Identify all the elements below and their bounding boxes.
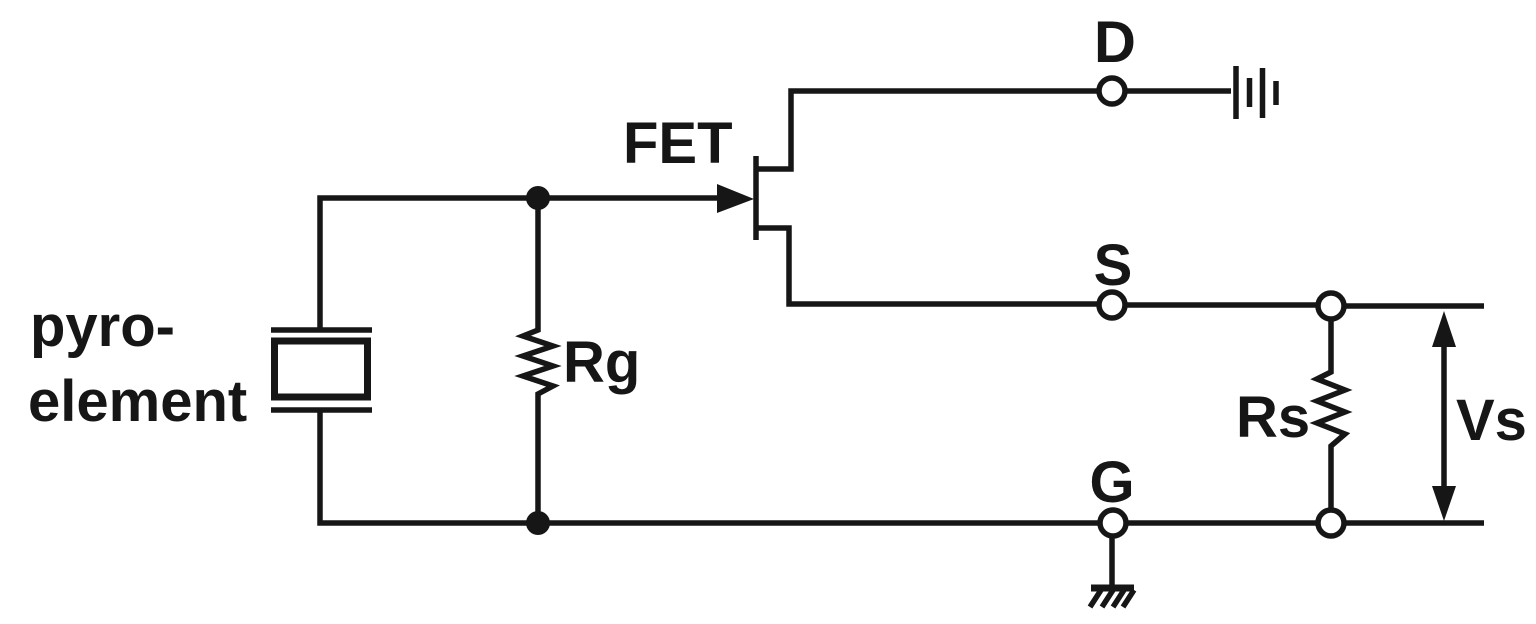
vs-arrowhead-up [1432,311,1456,347]
bottom-junction-dot [526,511,550,535]
chassis-ground-icon [1087,536,1137,609]
battery-cells-icon [1233,66,1279,119]
top-junction-dot [526,186,550,210]
drain-terminal-circle [1096,75,1128,107]
pyro-crystal-body [271,337,371,401]
pyro-element-symbol [271,327,372,413]
gate-terminal-label: G [1089,450,1134,515]
rs-bottom-node-circle [1315,507,1347,539]
ground-hatches [1087,588,1137,609]
gate-wire [317,195,722,330]
bottom-left-wire [317,410,1099,526]
vs-label: Vs [1456,388,1527,453]
drain-wire [756,88,1099,172]
source-terminal-label: S [1094,233,1133,298]
rs-top-node-circle [1315,290,1347,322]
fet-symbol [753,88,1099,307]
vs-arrow-icon [1432,311,1456,521]
source-terminal-circle [1096,289,1128,321]
pyro-label-line2: element [28,369,247,434]
source-wire [756,225,1099,307]
rs-resistor-symbol [1309,319,1353,510]
rg-label: Rg [563,330,640,395]
pyro-label-line1: pyro- [30,294,175,359]
rg-resistor-symbol [514,206,562,517]
gate-arrowhead-icon [717,184,754,213]
rs-label: Rs [1236,385,1310,450]
vs-arrowhead-down [1432,486,1456,521]
drain-terminal-label: D [1094,10,1136,75]
fet-label: FET [623,111,733,176]
